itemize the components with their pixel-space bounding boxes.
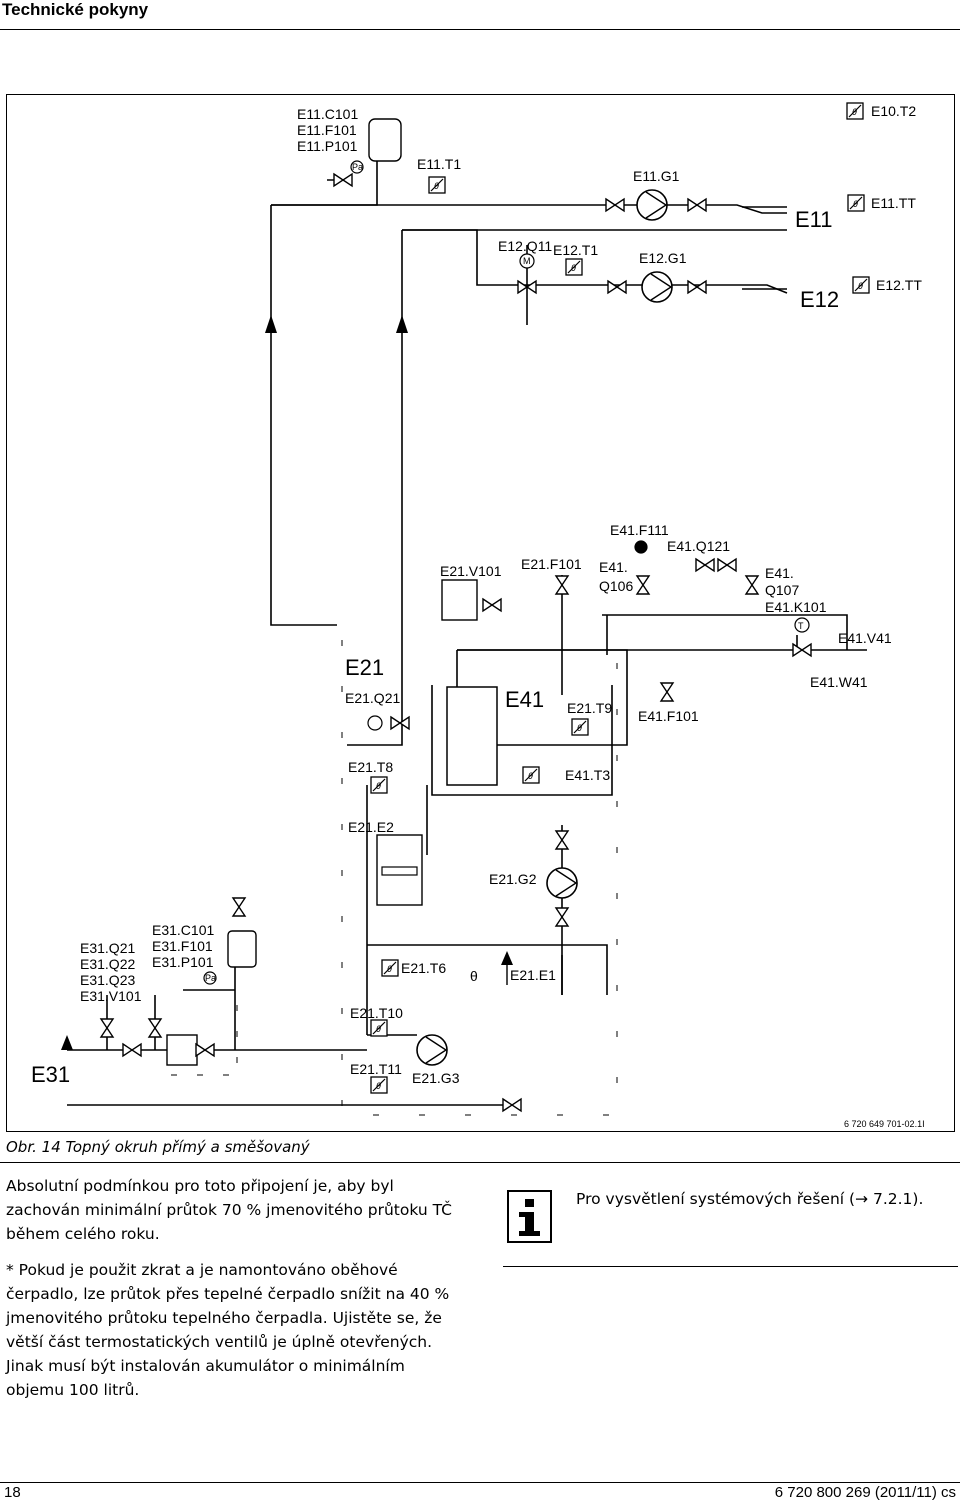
drawing-number: 6 720 649 701-02.1I: [844, 1119, 925, 1129]
document-number: 6 720 800 269 (2011/11) cs: [774, 1484, 956, 1501]
paragraph-min-flow: Absolutní podmínkou pro toto připojení j…: [6, 1177, 452, 1243]
label-e12: E12: [800, 287, 839, 312]
figure-caption: Obr. 14 Topný okruh přímý a směšovaný: [6, 1138, 310, 1156]
label-e21-f101: E21.F101: [521, 556, 582, 572]
label-e41-q107-line2: Q107: [765, 582, 799, 598]
label-e21-t9: E21.T9: [567, 700, 612, 716]
info-rule: [503, 1266, 958, 1267]
info-icon: [507, 1190, 552, 1243]
page-header-title: Technické pokyny: [2, 0, 149, 19]
label-e41-f111: E41.F111: [610, 522, 669, 538]
label-e41-v41: E41.V41: [838, 630, 892, 646]
label-e21-v101: E21.V101: [440, 563, 502, 579]
label-e31-q21: E31.Q21: [80, 940, 135, 956]
symbol-m: M: [523, 256, 531, 266]
caption-prefix: Obr. 14: [6, 1138, 61, 1156]
label-e11-f101: E11.F101: [297, 122, 357, 138]
label-e11-c101: E11.C101: [297, 106, 358, 122]
symbol-pa-top: Pa: [352, 162, 363, 172]
label-e41-w41: E41.W41: [810, 674, 868, 690]
label-e21-t11: E21.T11: [350, 1061, 402, 1077]
label-e12-tt: E12.TT: [876, 277, 922, 293]
label-e11-tt: E11.TT: [871, 195, 916, 211]
label-e41-f101: E41.F101: [638, 708, 699, 724]
label-e21-g2: E21.G2: [489, 871, 537, 887]
symbol-pa-bottom: Pa: [205, 973, 216, 983]
svg-text:θ: θ: [470, 968, 478, 984]
footer-rule: [0, 1482, 960, 1483]
label-e41-q121: E41.Q121: [667, 538, 730, 554]
label-e11-g1: E11.G1: [633, 168, 680, 184]
label-e41-t3: E41.T3: [565, 767, 610, 783]
label-e21-e2: E21.E2: [348, 819, 394, 835]
label-e11-t1: E11.T1: [417, 156, 461, 172]
caption-rule: [0, 1162, 960, 1163]
label-e12-t1: E12.T1: [553, 242, 598, 258]
symbol-t: T: [798, 621, 804, 631]
label-e21-e1: E21.E1: [510, 967, 556, 983]
label-e21-t8: E21.T8: [348, 759, 393, 775]
label-e10-t2: E10.T2: [871, 103, 916, 119]
label-e11-p101: E11.P101: [297, 138, 358, 154]
hydraulic-schematic: θ: [31, 102, 925, 1129]
page-number: 18: [4, 1484, 21, 1501]
label-e31-p101: E31.P101: [152, 954, 214, 970]
label-e31-f101: E31.F101: [152, 938, 213, 954]
label-e31-v101: E31.V101: [80, 988, 142, 1004]
label-e12-g1: E12.G1: [639, 250, 687, 266]
schematic-figure: θ: [6, 94, 955, 1132]
label-e21: E21: [345, 655, 384, 680]
label-e31-c101: E31.C101: [152, 922, 214, 938]
label-e21-t10: E21.T10: [350, 1005, 403, 1021]
label-e31: E31: [31, 1062, 70, 1087]
label-e31-q23: E31.Q23: [80, 972, 135, 988]
label-e21-g3: E21.G3: [412, 1070, 460, 1086]
label-e12-q11: E12.Q11: [498, 238, 552, 254]
label-e21-q21: E21.Q21: [345, 690, 400, 706]
label-e41-q107-line1: E41.: [765, 565, 794, 581]
paragraph-bypass-note: * Pokud je použit zkrat a je namontováno…: [6, 1261, 450, 1399]
label-e41-k101: E41.K101: [765, 599, 827, 615]
label-e41-q106-line2: Q106: [599, 578, 633, 594]
header-rule: [0, 29, 960, 30]
label-e31-q22: E31.Q22: [80, 956, 135, 972]
caption-text: Topný okruh přímý a směšovaný: [65, 1138, 310, 1156]
label-e41-q106-line1: E41.: [599, 559, 628, 575]
info-note: Pro vysvětlení systémových řešení (→ 7.2…: [576, 1190, 924, 1208]
label-e11: E11: [795, 207, 833, 232]
label-e41: E41: [505, 687, 544, 712]
label-e21-t6: E21.T6: [401, 960, 446, 976]
